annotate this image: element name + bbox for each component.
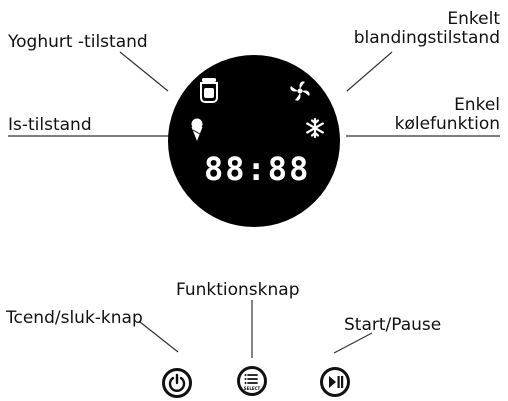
blend-mode-label-line2: blandingstilstand <box>353 28 500 48</box>
ice-cream-icon <box>191 118 203 141</box>
blend-icon <box>290 81 310 101</box>
function-button-label: Funktionsknap <box>176 280 300 300</box>
power-icon <box>168 373 186 392</box>
menu-select-icon: SELECT <box>244 374 261 391</box>
ice-mode-label: Is-tilstand <box>8 115 92 135</box>
leader-power <box>139 321 179 353</box>
yoghurt-mode-label: Yoghurt -tilstand <box>8 32 148 52</box>
start-pause-label: Start/Pause <box>344 315 442 335</box>
select-text: SELECT <box>244 386 261 391</box>
power-button-label: Tcend/sluk-knap <box>6 308 143 328</box>
start-pause-button[interactable] <box>320 367 350 397</box>
blend-mode-label-line1: Enkelt <box>447 9 500 29</box>
yoghurt-icon <box>200 78 218 103</box>
leader-yoghurt <box>119 51 169 92</box>
leader-start <box>333 332 373 354</box>
blend-mode-label: Enkelt blandingstilstand <box>354 10 500 48</box>
function-select-button[interactable]: SELECT <box>237 366 267 396</box>
control-display-panel: 88:88 <box>168 55 340 227</box>
cooling-label-line2: kølefunktion <box>394 114 500 134</box>
snowflake-icon <box>306 117 324 139</box>
cooling-function-label: Enkel kølefunktion <box>395 96 500 134</box>
play-pause-icon <box>329 376 344 388</box>
leader-blend <box>346 51 393 92</box>
power-button[interactable] <box>162 368 192 398</box>
time-readout: 88:88 <box>204 150 311 188</box>
cooling-label-line1: Enkel <box>454 95 500 115</box>
